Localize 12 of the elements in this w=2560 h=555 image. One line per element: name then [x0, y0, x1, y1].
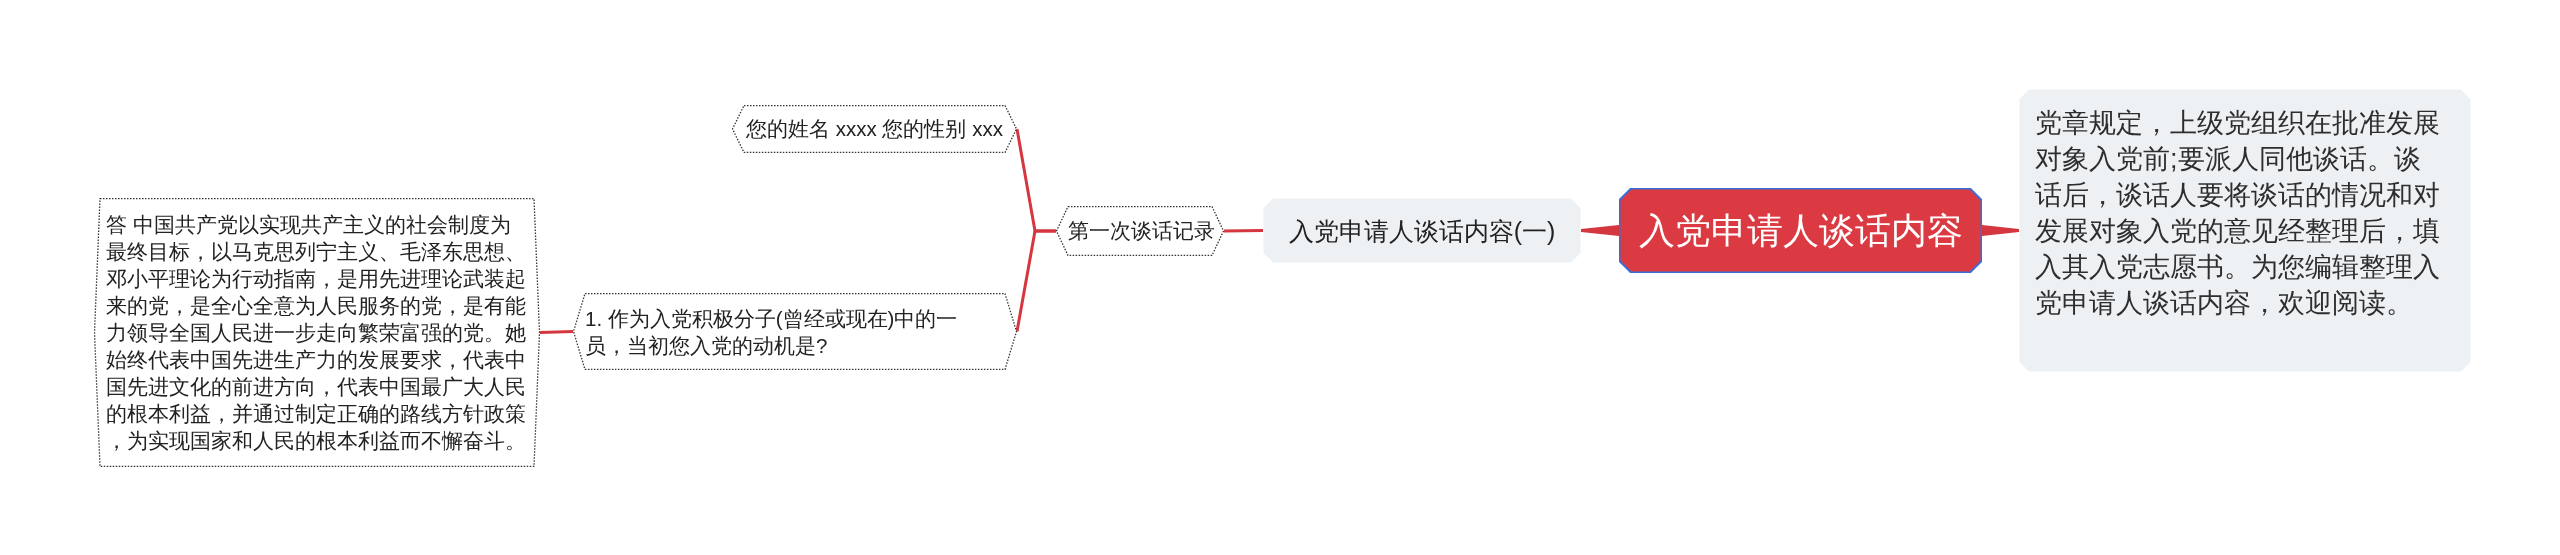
- topic-box: 入党申请人谈话内容(一): [1263, 198, 1581, 263]
- subtopic-hexagon: 1. 作为入党积极分子(曾经或现在)中的一员，当初您入党的动机是?: [573, 293, 1017, 370]
- subtopic-hexagon: 第一次谈话记录: [1056, 206, 1224, 256]
- connector-line: [1223, 229, 1264, 233]
- answer-hexagon: 答 中国共产党以实现共产主义的社会制度为最终目标，以马克思列宁主义、毛泽东思想、邓小平理论为行动指南，是用先进理论武装起来的党，是全心全意为人民服务的党，是有能力领导全国人民进一步走向繁荣富强的党。她始终代表中国先进生产力的发展要求，代表中国先进文化的前进方向，代表中国最广大人民的根本利益，并通过制定正确的路线方针政策，为实现国家和人民的根本利益而不懈奋斗。: [94, 198, 540, 467]
- subtopic-hexagon: 您的姓名 xxxx 您的性别 xxx: [732, 105, 1017, 153]
- connector-line: [1015, 229, 1056, 332]
- note-card: 党章规定，上级党组织在批准发展对象入党前;要派人同他谈话。谈话后，谈话人要将谈话的情况和对发展对象入党的意见经整理后，填入其入党志愿书。为您编辑整理入党申请人谈话内容，欢迎阅读。: [2019, 89, 2471, 372]
- tapered-connector: [1581, 225, 1619, 236]
- connector-line: [539, 330, 574, 334]
- central-topic: 入党申请人谈话内容: [1619, 188, 1982, 273]
- tapered-connector: [1982, 225, 2019, 236]
